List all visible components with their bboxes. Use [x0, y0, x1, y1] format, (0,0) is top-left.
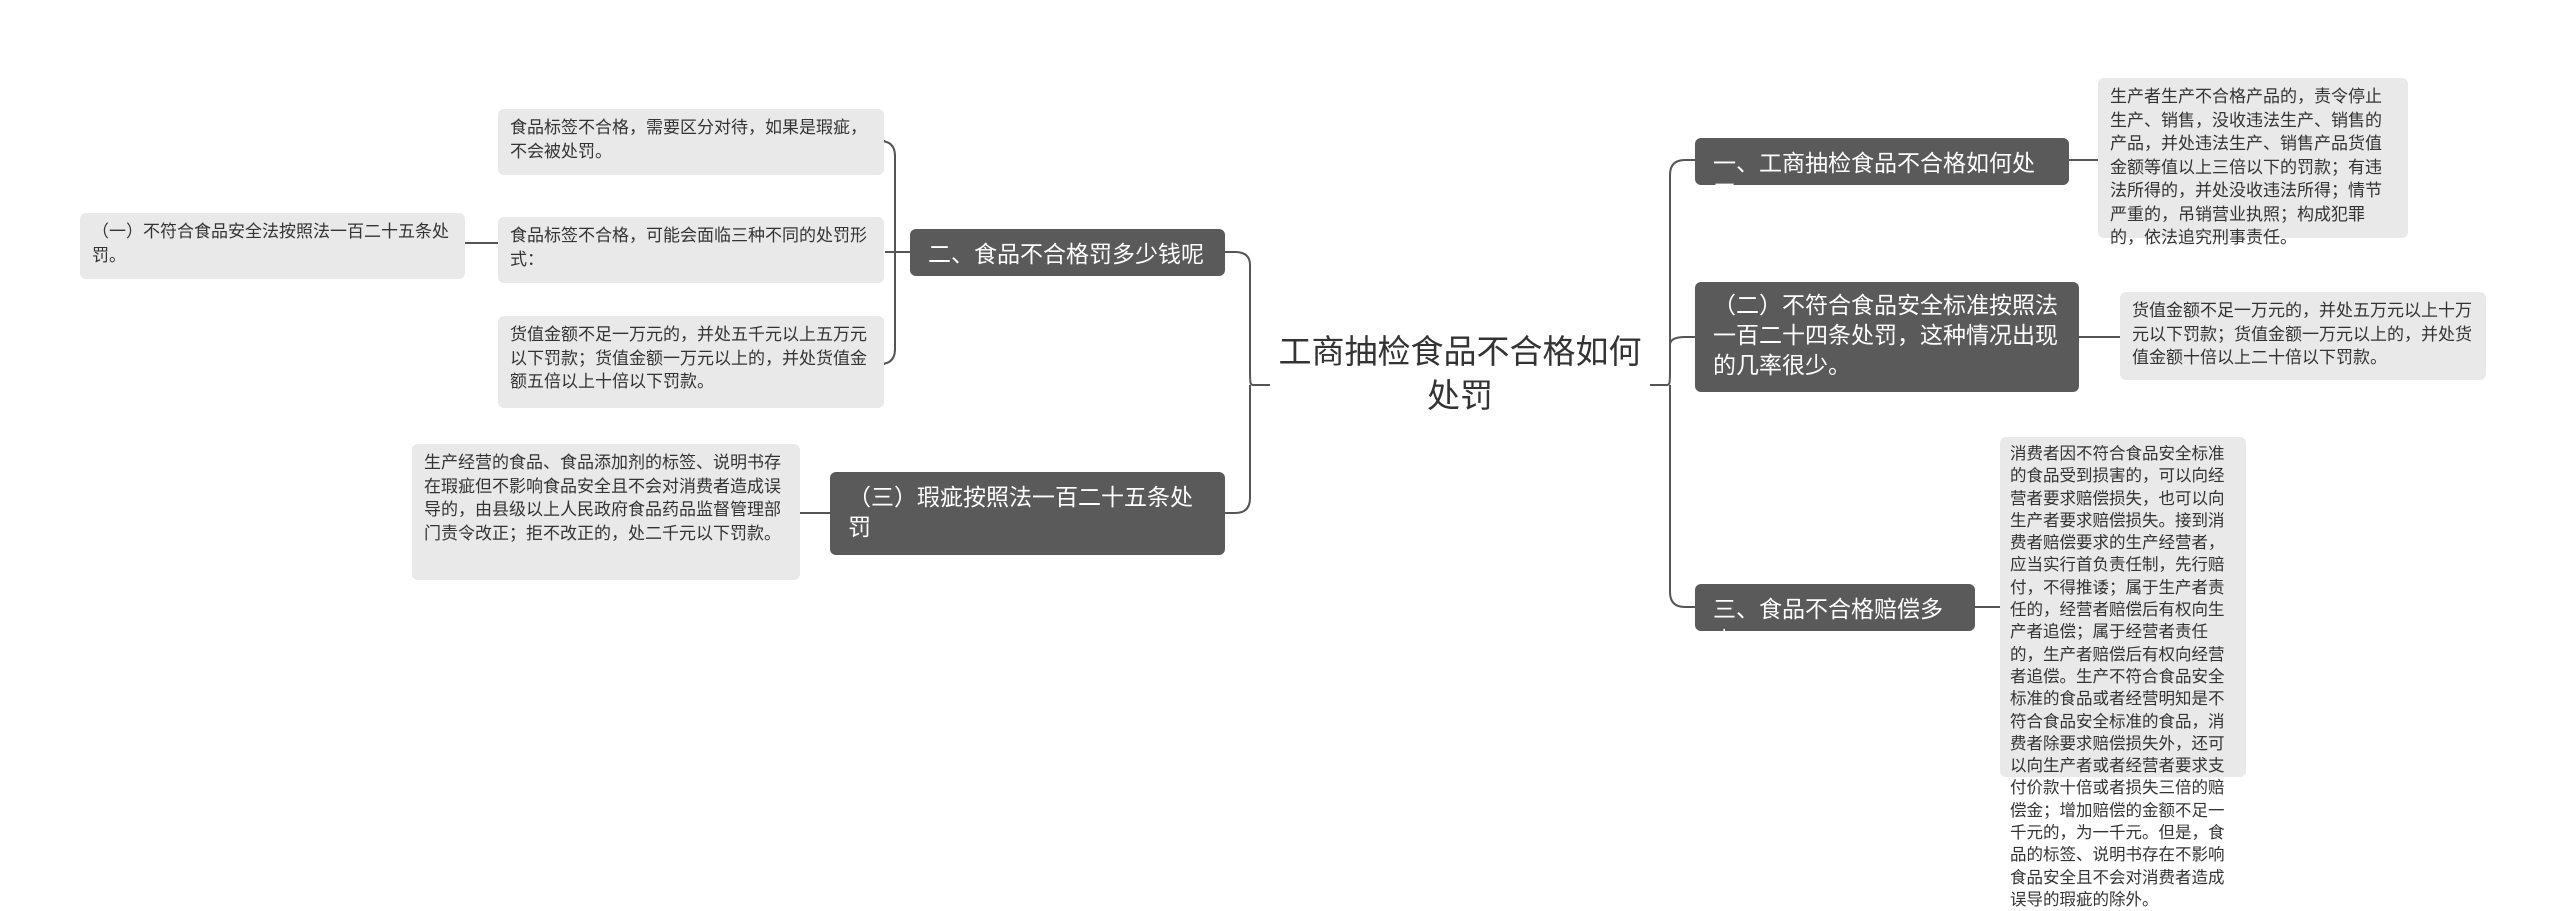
leaf-food-safety-law-125: （一）不符合食品安全法按照法一百二十五条处罚。 [80, 213, 465, 279]
leaf-flaw-penalty-detail: 生产经营的食品、食品添加剂的标签、说明书存在瑕疵但不影响食品安全且不会对消费者造… [412, 444, 800, 580]
branch-fine-amount[interactable]: 二、食品不合格罚多少钱呢 [910, 229, 1225, 276]
branch-flaw-penalty[interactable]: （三）瑕疵按照法一百二十五条处罚 [830, 472, 1225, 555]
leaf-label-flaw: 食品标签不合格，需要区分对待，如果是瑕疵，不会被处罚。 [498, 109, 884, 175]
root-topic: 工商抽检食品不合格如何处罚 [1278, 332, 1642, 415]
leaf-food-safety-standard-detail: 货值金额不足一万元的，并处五万元以上十万元以下罚款；货值金额一万元以上的，并处货… [2120, 292, 2486, 380]
branch-food-safety-standard[interactable]: （二）不符合食品安全标准按照法一百二十四条处罚，这种情况出现的几率很少。 [1695, 282, 2079, 392]
leaf-label-three-forms: 食品标签不合格，可能会面临三种不同的处罚形式： [498, 217, 884, 283]
branch-compensation[interactable]: 三、食品不合格赔偿多少 [1695, 584, 1975, 654]
leaf-fine-tiers: 货值金额不足一万元的，并处五千元以上五万元以下罚款；货值金额一万元以上的，并处货… [498, 316, 884, 408]
leaf-compensation-detail: 消费者因不符合食品安全标准的食品受到损害的，可以向经营者要求赔偿损失，也可以向生… [2000, 437, 2246, 909]
leaf-inspection-penalty-detail: 生产者生产不合格产品的，责令停止生产、销售，没收违法生产、销售的产品，并处违法生… [2098, 78, 2408, 248]
branch-inspection-penalty[interactable]: 一、工商抽检食品不合格如何处罚 [1695, 138, 2069, 208]
